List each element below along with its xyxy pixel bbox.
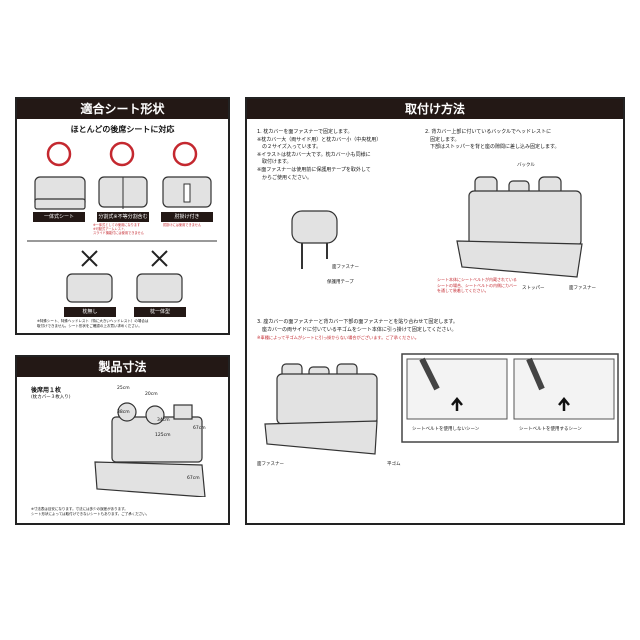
- headrest: [291, 210, 338, 244]
- ok-label: 分割式※不等分割含む: [97, 212, 149, 222]
- dim-label: 34cm: [157, 418, 170, 423]
- size-panel: 製品寸法 後席用１枚 (枕カバー３枚入り) 25cm 38cm 20cm 34c…: [15, 355, 230, 525]
- arrow-up-icon: [451, 397, 463, 411]
- ok-note: ※一体式としての使用になります ※可動式アームレスト、 スライド機能付には使用で…: [93, 223, 144, 235]
- ng-cross-icon: [81, 250, 98, 267]
- label-protect-tape: 保護用テープ: [327, 280, 354, 285]
- scene-label: シートベルトを使用するシーン: [519, 427, 582, 432]
- install-title: 取付け方法: [247, 99, 623, 119]
- compat-panel: 適合シート形状 ほとんどの後席シートに対応 一体式シート 分割式※不等分割含む …: [15, 97, 230, 335]
- compat-illustrations: [27, 141, 217, 303]
- arrow-up-icon: [558, 397, 570, 411]
- label-elastic: 平ゴム: [387, 462, 401, 467]
- size-footnote: ※寸法表は目安になります。寸法には多少の誤差があります。 シート形状によっては取…: [31, 507, 150, 516]
- label-stopper: ストッパー: [522, 286, 545, 291]
- ok-note: 肘掛けには使用できません: [163, 223, 202, 227]
- ng-cross-icon: [151, 250, 168, 267]
- dim-label: 20cm: [145, 392, 158, 397]
- install-illustrations: [264, 176, 619, 455]
- install-panel: 取付け方法 1. 枕カバーを面ファスナーで固定します。※枕カバー大（両サイド用）…: [245, 97, 625, 525]
- dim-label: 38cm: [117, 410, 130, 415]
- ok-circle-icon: [172, 141, 198, 167]
- label-buckle: バックル: [517, 163, 535, 168]
- compat-title: 適合シート形状: [17, 99, 228, 119]
- ok-label: 肘掛け付き: [161, 212, 213, 222]
- compat-subtitle: ほとんどの後席シートに対応: [70, 125, 175, 134]
- ok-label: 一体式シート: [33, 212, 85, 222]
- scene-label: シートベルトを使用しないシーン: [412, 427, 480, 432]
- size-qty-sub: (枕カバー３枚入り): [31, 395, 71, 400]
- dim-label: 67cm: [193, 426, 206, 431]
- size-qty: 後席用１枚: [31, 387, 62, 394]
- ok-circle-icon: [109, 141, 135, 167]
- step2-text: 2. 背カバー上部に付いているバックルでヘッドレストに 固定します。 下部はスト…: [425, 129, 560, 151]
- seat-dimension-illustration: [94, 402, 206, 497]
- step1-text: 1. 枕カバーを面ファスナーで固定します。※枕カバー大（両サイド用）と枕カバー小…: [257, 129, 382, 181]
- ng-label: 枕一体型: [134, 307, 186, 317]
- dim-label: 125cm: [155, 433, 171, 438]
- label-fastener: 面ファスナー: [257, 462, 284, 467]
- ng-label: 枕無し: [64, 307, 116, 317]
- dim-label: 25cm: [117, 386, 130, 391]
- step3-text: 3. 座カバーの面ファスナーと背カバー下部の面ファスナーとを貼り合わせて固定しま…: [257, 319, 458, 341]
- label-fastener: 面ファスナー: [569, 286, 596, 291]
- dim-label: 67cm: [187, 476, 200, 481]
- ok-circle-icon: [46, 141, 72, 167]
- compat-footnote: ※特殊シート、特殊ヘッドレスト（特に大きいヘッドレスト）の場合は 取付けできませ…: [37, 319, 149, 328]
- step2-note: シート本体にシートベルトが内蔵されている シートの場合、シートベルトの内側にカバ…: [437, 277, 517, 293]
- size-title: 製品寸法: [17, 357, 228, 377]
- label-fastener: 面ファスナー: [332, 265, 359, 270]
